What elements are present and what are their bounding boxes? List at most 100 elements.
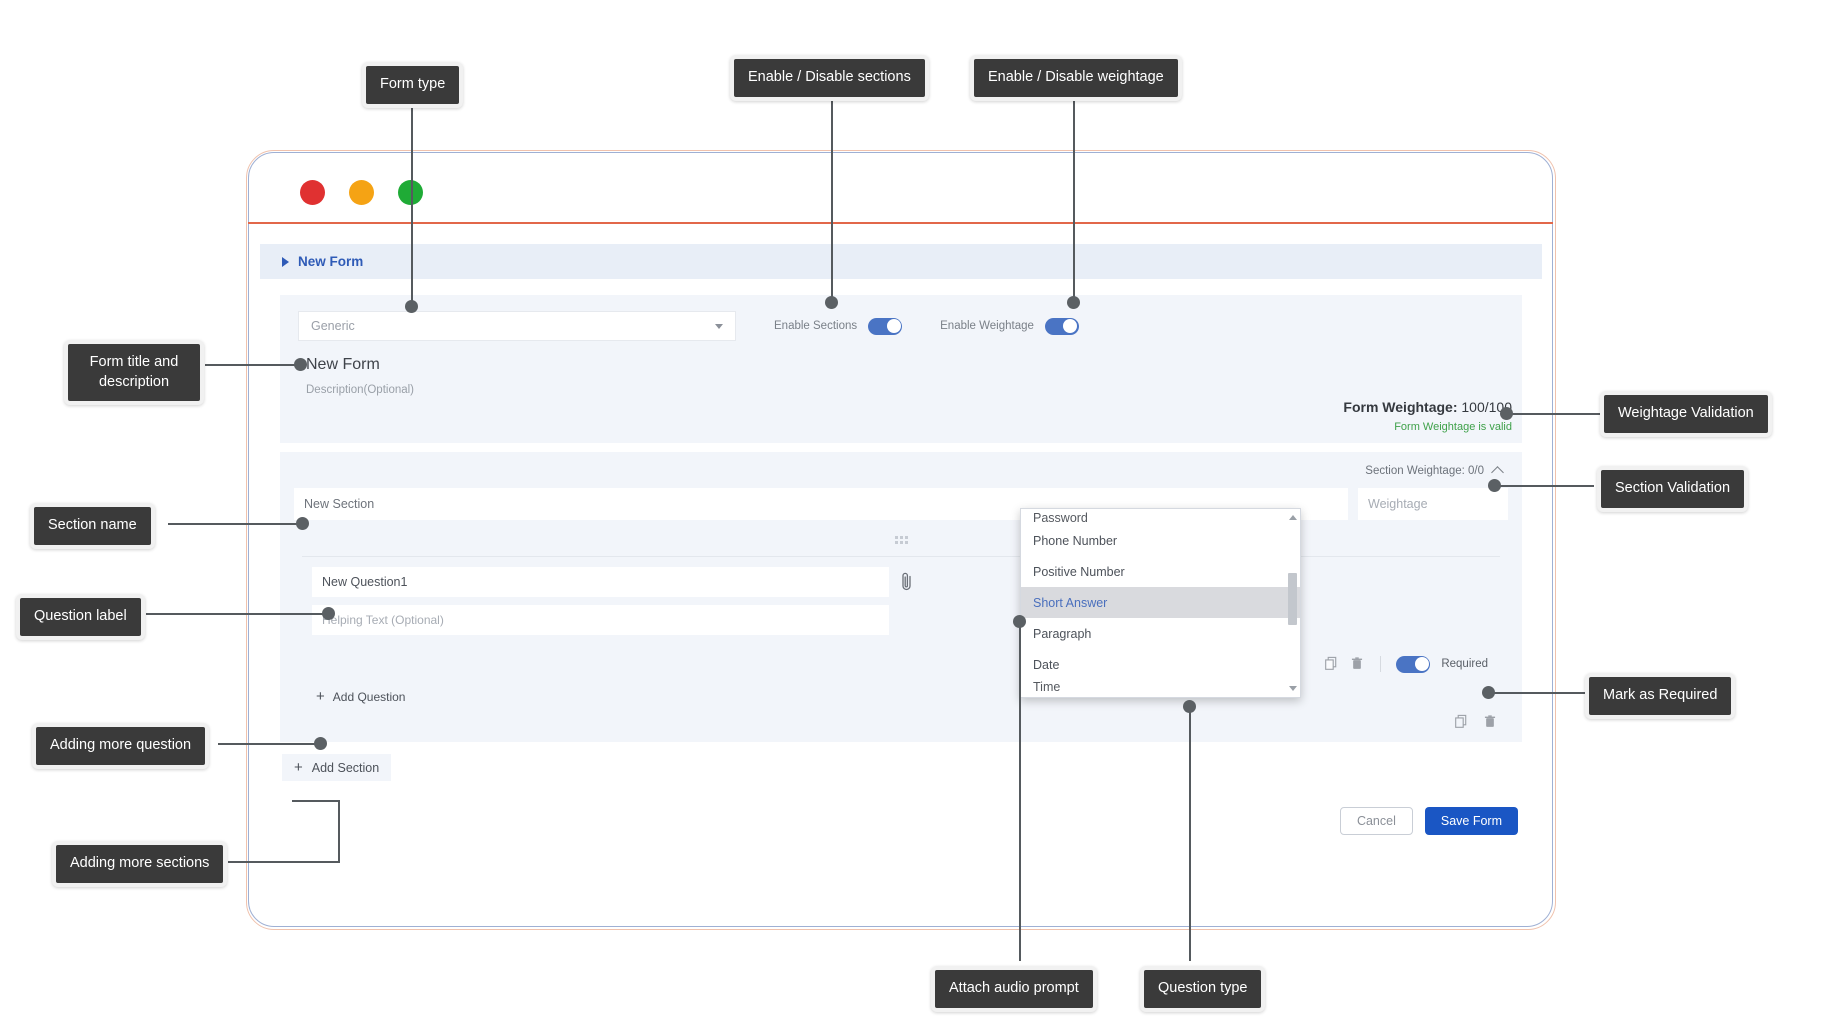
plus-icon: +	[316, 688, 325, 705]
section-card: Section Weightage: 0/0 New Section Weigh…	[280, 452, 1522, 742]
dropdown-option-password[interactable]: Password	[1033, 511, 1088, 525]
leader-dot	[294, 358, 307, 371]
chevron-up-icon[interactable]	[1491, 466, 1504, 479]
annotation-attach-audio-prompt: Attach audio prompt	[931, 966, 1097, 1012]
helping-text-input[interactable]: Helping Text (Optional)	[312, 605, 889, 635]
plus-icon: +	[294, 759, 303, 776]
form-type-value: Generic	[311, 319, 355, 333]
annotation-question-type: Question type	[1140, 966, 1266, 1012]
section-name-row: New Section Weightage	[294, 488, 1508, 520]
question-label-input[interactable]: New Question1	[312, 567, 889, 597]
annotation-question-label: Question label	[16, 594, 145, 640]
section-header: Section Weightage: 0/0	[294, 460, 1508, 482]
leader-line	[228, 861, 340, 864]
chevron-down-icon	[715, 323, 723, 329]
leader-line	[1488, 692, 1588, 695]
form-top-row: Generic Enable Sections Enable Weightage	[298, 311, 1504, 341]
dropdown-option-paragraph[interactable]: Paragraph	[1033, 626, 1092, 641]
leader-line	[146, 613, 328, 616]
question-block: New Question1 Helping Text (Optional)	[312, 567, 1496, 675]
leader-line	[1494, 485, 1594, 488]
cancel-button[interactable]: Cancel	[1339, 807, 1413, 835]
leader-dot	[1500, 407, 1513, 420]
leader-dot	[1183, 700, 1196, 713]
annotation-section-name: Section name	[30, 503, 155, 549]
leader-line	[1073, 83, 1076, 305]
leader-line	[292, 800, 340, 803]
form-actions: Cancel Save Form	[260, 807, 1518, 835]
copy-icon[interactable]	[1324, 656, 1339, 672]
leader-line	[831, 83, 834, 305]
dropdown-option-positive-number[interactable]: Positive Number	[1033, 564, 1125, 579]
annotation-form-type: Form type	[362, 62, 464, 108]
leader-dot	[1067, 296, 1080, 309]
form-title-input[interactable]: New Form	[306, 356, 380, 373]
leader-dot	[825, 296, 838, 309]
form-weightage-value: 100/100	[1461, 399, 1512, 415]
section-footer-actions	[294, 714, 1508, 730]
annotation-weightage-validation: Weightage Validation	[1600, 391, 1772, 437]
section-weightage-input[interactable]: Weightage	[1358, 488, 1508, 520]
minimize-amber-dot[interactable]	[349, 180, 374, 205]
form-weightage-valid-text: Form Weightage is valid	[1394, 421, 1512, 433]
annotation-adding-more-sections: Adding more sections	[52, 841, 228, 887]
scroll-down-arrow-icon[interactable]	[1289, 686, 1297, 691]
save-form-button[interactable]: Save Form	[1424, 807, 1518, 835]
leader-dot	[296, 517, 309, 530]
dropdown-option-time[interactable]: Time	[1033, 680, 1061, 694]
leader-line	[168, 523, 302, 526]
required-toggle[interactable]	[1396, 655, 1431, 673]
annotation-mark-as-required: Mark as Required	[1585, 673, 1736, 719]
enable-weightage-label: Enable Weightage	[940, 320, 1034, 332]
drag-handle-icon[interactable]	[894, 536, 908, 544]
enable-weightage-toggle[interactable]	[1044, 317, 1079, 335]
section-weightage-label: Section Weightage: 0/0	[1365, 465, 1484, 477]
scroll-up-arrow-icon[interactable]	[1289, 515, 1297, 520]
breadcrumb[interactable]: New Form	[260, 244, 1542, 279]
dropdown-scrollbar[interactable]	[1288, 511, 1298, 695]
annotation-section-validation: Section Validation	[1597, 466, 1749, 512]
annotation-enable-weightage: Enable / Disable weightage	[970, 55, 1182, 101]
add-question-label: Add Question	[332, 689, 406, 704]
enable-sections-label: Enable Sections	[774, 320, 858, 332]
add-section-button[interactable]: + Add Section	[282, 754, 392, 781]
leader-line	[1189, 706, 1192, 961]
enable-sections-toggle[interactable]	[868, 317, 903, 335]
dropdown-option-date[interactable]: Date	[1033, 657, 1060, 672]
leader-dot	[1482, 686, 1495, 699]
dropdown-option-short-answer[interactable]: Short Answer	[1021, 587, 1300, 618]
form-type-select[interactable]: Generic	[298, 311, 736, 341]
leader-dot	[322, 607, 335, 620]
dropdown-option-phone-number[interactable]: Phone Number	[1033, 533, 1118, 548]
close-red-dot[interactable]	[300, 180, 325, 205]
trash-icon[interactable]	[1350, 656, 1365, 672]
question-footer-actions: Required	[312, 653, 1496, 675]
question-type-dropdown[interactable]: Password Phone Number Positive Number Sh…	[1020, 508, 1301, 698]
leader-dot	[405, 300, 418, 313]
add-question-button[interactable]: + Add Question	[316, 689, 405, 704]
divider	[302, 556, 1500, 557]
leader-line	[411, 90, 414, 308]
annotation-adding-more-question: Adding more question	[32, 723, 210, 769]
form-header-card: Generic Enable Sections Enable Weightage…	[280, 295, 1522, 443]
leader-dot	[1488, 479, 1501, 492]
scrollbar-thumb[interactable]	[1288, 573, 1297, 625]
leader-line	[1019, 621, 1022, 961]
enable-sections-group[interactable]: Enable Sections	[774, 317, 903, 335]
form-weightage-label: Form Weightage:	[1343, 399, 1458, 415]
form-weightage-block: Form Weightage: 100/100 Form Weightage i…	[1343, 399, 1512, 433]
window-traffic-lights	[300, 180, 423, 205]
annotation-form-title-description: Form title and description	[64, 340, 204, 406]
separator	[1380, 656, 1382, 672]
breadcrumb-label: New Form	[298, 254, 364, 269]
leader-dot	[1013, 615, 1026, 628]
question-label-row: New Question1	[312, 567, 1496, 597]
trash-icon[interactable]	[1483, 714, 1498, 730]
enable-weightage-group[interactable]: Enable Weightage	[940, 317, 1079, 335]
paperclip-icon[interactable]	[899, 571, 915, 593]
leader-line	[1506, 413, 1604, 416]
maximize-green-dot[interactable]	[398, 180, 423, 205]
copy-icon[interactable]	[1454, 714, 1469, 730]
form-description-input[interactable]: Description(Optional)	[306, 384, 415, 396]
chevron-right-icon	[282, 256, 289, 267]
